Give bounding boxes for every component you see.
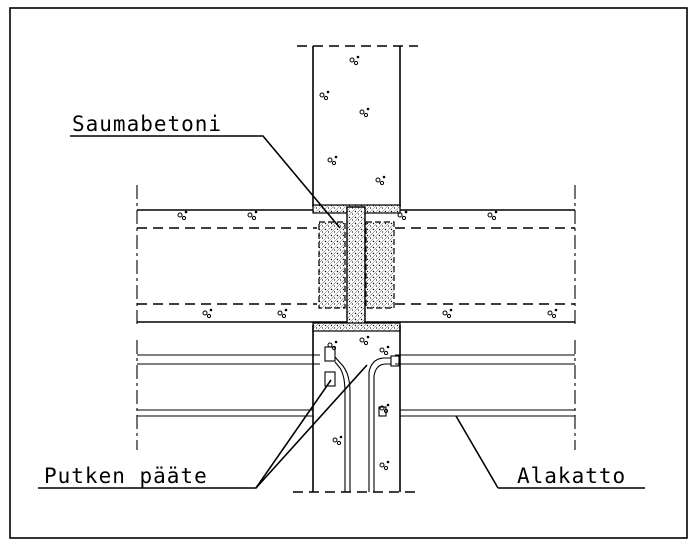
label-ceiling: Alakatto bbox=[517, 464, 626, 488]
upper-wall bbox=[297, 45, 418, 207]
aggregate-symbol bbox=[487, 210, 498, 221]
aggregate-symbol bbox=[442, 308, 453, 319]
aggregate-symbol bbox=[397, 210, 408, 221]
aggregate-symbol bbox=[277, 308, 288, 319]
aggregate-symbol bbox=[327, 155, 338, 166]
aggregate-symbol bbox=[359, 335, 370, 346]
aggregate-symbol bbox=[379, 460, 390, 471]
aggregate-symbol bbox=[379, 403, 390, 414]
aggregate-symbol bbox=[349, 55, 360, 66]
drawing-frame bbox=[9, 7, 688, 539]
aggregate-symbol bbox=[327, 340, 338, 351]
aggregate-symbol bbox=[375, 175, 386, 186]
aggregate-symbol bbox=[547, 308, 558, 319]
aggregate-symbol bbox=[247, 210, 258, 221]
leader-lines bbox=[38, 135, 645, 489]
aggregate-symbol bbox=[202, 308, 213, 319]
aggregate-symbol bbox=[359, 107, 370, 118]
lower-wall bbox=[293, 325, 420, 493]
aggregate-symbol bbox=[379, 345, 390, 356]
pipe-end-box-right bbox=[390, 355, 400, 367]
label-grout: Saumabetoni bbox=[72, 112, 222, 136]
label-pipe-end: Putken pääte bbox=[44, 464, 208, 488]
ceiling-lines bbox=[136, 340, 576, 450]
pipes bbox=[324, 346, 400, 492]
aggregate-symbol bbox=[332, 435, 343, 446]
aggregate-symbols bbox=[177, 55, 558, 471]
aggregate-symbol bbox=[177, 210, 188, 221]
grout-fill bbox=[312, 204, 401, 332]
aggregate-symbol bbox=[319, 90, 330, 101]
pipe-end-box-lower bbox=[324, 371, 336, 387]
pipe-box-inner bbox=[378, 406, 387, 417]
